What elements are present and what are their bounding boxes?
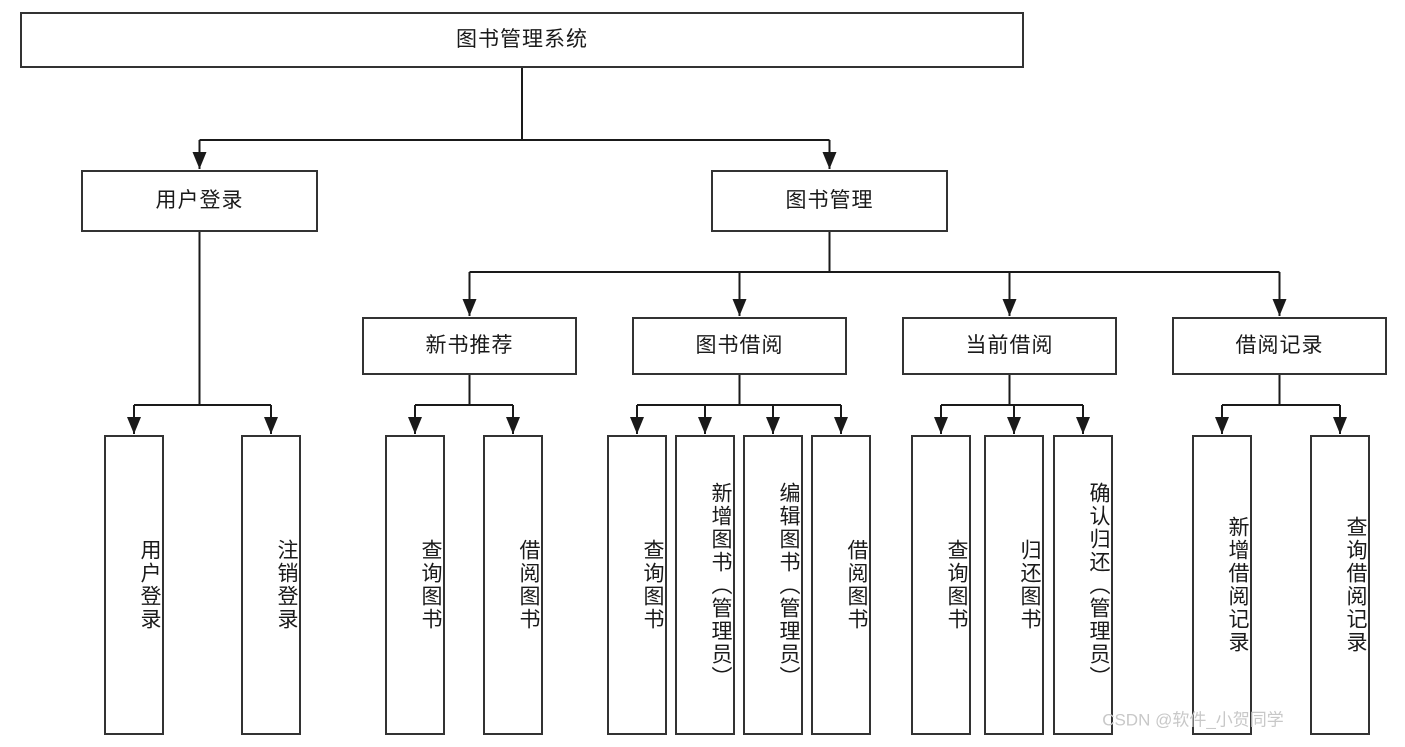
node-label: 借阅图书 — [517, 539, 540, 631]
edge-arrowhead — [1007, 417, 1021, 434]
edge-arrowhead — [822, 152, 837, 169]
node-label: 确认归还（管理员） — [1087, 481, 1110, 689]
node-leaf-borrow-query[interactable]: 查询图书 — [607, 435, 667, 735]
node-leaf-borrow-edit[interactable]: 编辑图书（管理员） — [743, 435, 803, 735]
node-label: 新增图书（管理员） — [709, 481, 732, 689]
node-leaf-records-add[interactable]: 新增借阅记录 — [1192, 435, 1252, 735]
node-root[interactable]: 图书管理系统 — [20, 12, 1024, 68]
node-current[interactable]: 当前借阅 — [902, 317, 1117, 375]
edge-arrowhead — [408, 417, 422, 434]
edge-arrowhead — [1215, 417, 1229, 434]
node-leaf-newrec-query[interactable]: 查询图书 — [385, 435, 445, 735]
edge-arrowhead — [934, 417, 948, 434]
node-label: 图书借阅 — [695, 334, 784, 358]
edge-arrowhead — [1333, 417, 1347, 434]
node-label: 当前借阅 — [965, 334, 1054, 358]
node-label: 新书推荐 — [425, 334, 514, 358]
node-leaf-borrow-lend[interactable]: 借阅图书 — [811, 435, 871, 735]
edge-arrowhead — [732, 299, 747, 316]
node-label: 用户登录 — [138, 539, 161, 631]
node-leaf-records-query[interactable]: 查询借阅记录 — [1310, 435, 1370, 735]
node-leaf-current-query[interactable]: 查询图书 — [911, 435, 971, 735]
node-leaf-current-confirm[interactable]: 确认归还（管理员） — [1053, 435, 1113, 735]
node-label: 查询图书 — [419, 539, 442, 631]
edge-arrowhead — [462, 299, 477, 316]
node-label: 借阅记录 — [1235, 334, 1324, 358]
node-label: 查询借阅记录 — [1344, 516, 1367, 654]
node-leaf-current-return[interactable]: 归还图书 — [984, 435, 1044, 735]
node-leaf-newrec-borrow[interactable]: 借阅图书 — [483, 435, 543, 735]
edge-arrowhead — [1002, 299, 1017, 316]
node-leaf-user-login[interactable]: 用户登录 — [104, 435, 164, 735]
node-leaf-user-logout[interactable]: 注销登录 — [241, 435, 301, 735]
edge-arrowhead — [698, 417, 712, 434]
edge-arrowhead — [506, 417, 520, 434]
edge-arrowhead — [766, 417, 780, 434]
node-label: 归还图书 — [1018, 539, 1041, 631]
node-leaf-borrow-add[interactable]: 新增图书（管理员） — [675, 435, 735, 735]
node-newrec[interactable]: 新书推荐 — [362, 317, 577, 375]
edge-arrowhead — [192, 152, 207, 169]
node-bookmgmt[interactable]: 图书管理 — [711, 170, 948, 232]
node-label: 用户登录 — [155, 189, 244, 213]
node-label: 查询图书 — [641, 539, 664, 631]
node-label: 图书管理系统 — [456, 28, 588, 52]
node-label: 注销登录 — [275, 539, 298, 631]
node-borrow[interactable]: 图书借阅 — [632, 317, 847, 375]
node-records[interactable]: 借阅记录 — [1172, 317, 1387, 375]
edge-arrowhead — [127, 417, 141, 434]
node-label: 新增借阅记录 — [1226, 516, 1249, 654]
edge-arrowhead — [1272, 299, 1287, 316]
edge-arrowhead — [264, 417, 278, 434]
edge-arrowhead — [834, 417, 848, 434]
edge-arrowhead — [630, 417, 644, 434]
node-label: 图书管理 — [785, 189, 874, 213]
node-label: 借阅图书 — [845, 539, 868, 631]
node-label: 查询图书 — [945, 539, 968, 631]
node-login[interactable]: 用户登录 — [81, 170, 318, 232]
edge-arrowhead — [1076, 417, 1090, 434]
node-label: 编辑图书（管理员） — [777, 481, 800, 689]
